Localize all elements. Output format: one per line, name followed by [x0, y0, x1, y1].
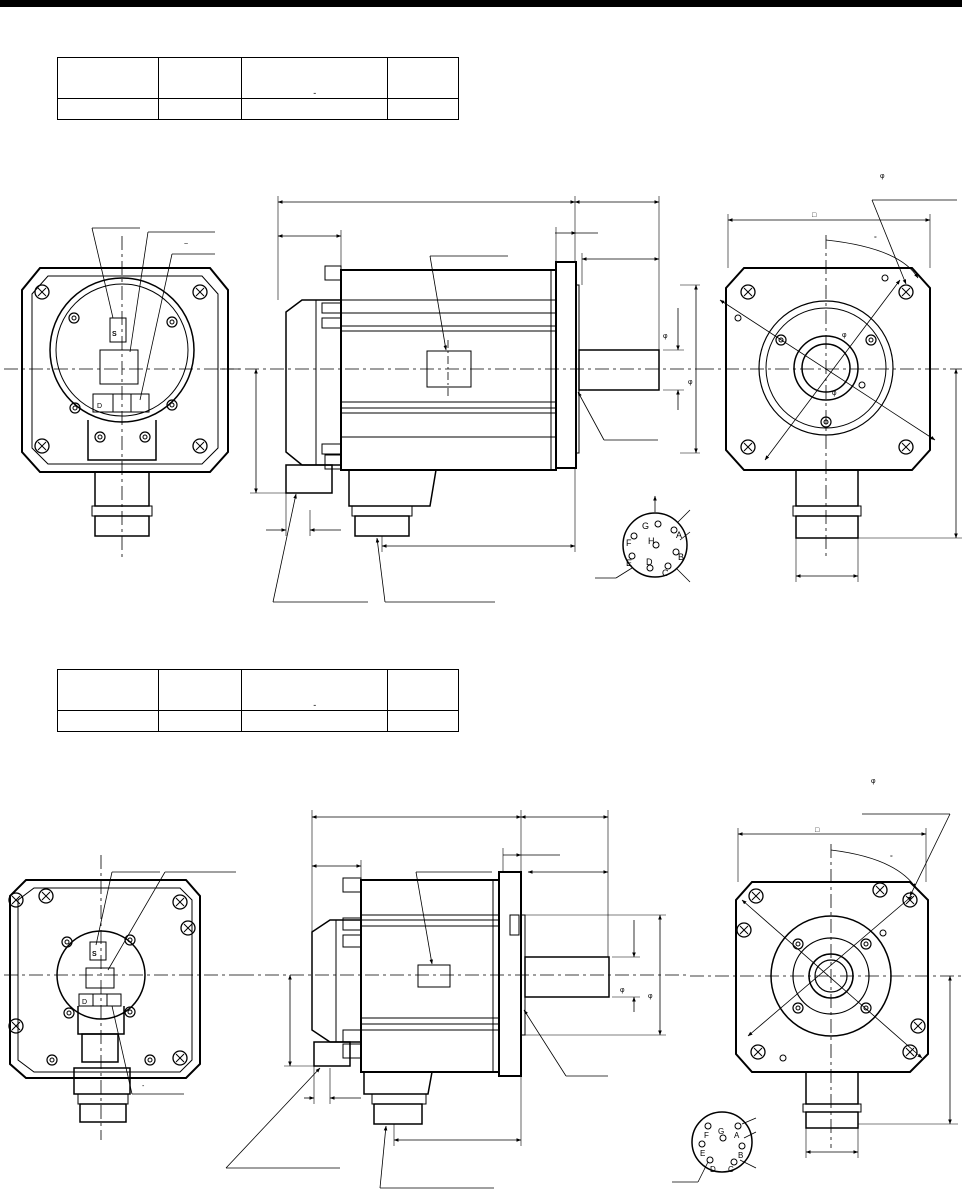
square-mark: □: [815, 827, 820, 834]
pin-label: F: [704, 1131, 709, 1140]
spec-cell: [56, 669, 160, 711]
flange-view-2: [690, 813, 962, 1158]
pin-label: C: [728, 1165, 734, 1174]
spec-cell: [387, 98, 459, 120]
spec-cell-dash: -: [313, 700, 317, 710]
header-bar: [0, 0, 962, 7]
front-view-2: [4, 855, 240, 1140]
spec-cell: [241, 710, 389, 732]
diameter-mark: φ: [688, 379, 693, 386]
spec-cell: -: [241, 57, 389, 99]
pin-label: B: [738, 1151, 743, 1160]
degree-mark: °: [874, 235, 877, 243]
spec-cell: [56, 98, 160, 120]
spec-cell: [387, 669, 459, 711]
diameter-mark: φ: [832, 390, 837, 397]
diameter-mark: φ: [871, 778, 876, 785]
flange-view-1: [700, 199, 962, 582]
spec-cell: [387, 57, 459, 99]
connector-cap-letter: S: [112, 331, 117, 338]
pin-label: A: [676, 530, 682, 540]
spec-cell-dash: -: [313, 88, 317, 98]
diameter-mark: φ: [663, 333, 668, 340]
connector-face-1: [595, 495, 691, 583]
side-view-2: [225, 810, 690, 1189]
spec-cell: [241, 98, 389, 120]
terminal-label: D: [82, 999, 87, 1006]
spec-table-2: -: [56, 669, 459, 732]
pin-label: E: [626, 558, 632, 568]
front-view-1: [4, 227, 240, 560]
diameter-mark: φ: [648, 993, 653, 1000]
pin-label: G: [642, 521, 649, 531]
degree-mark: °: [890, 854, 893, 862]
side-view-1: [220, 196, 700, 603]
spec-cell: [158, 669, 243, 711]
diameter-mark: φ: [880, 173, 885, 180]
connector-pin-labels-1: G H A F B E D C: [626, 521, 684, 578]
dash-mark: -: [142, 1083, 145, 1090]
tilde-mark: ~: [184, 241, 188, 248]
pin-label: E: [700, 1149, 705, 1158]
diameter-mark: φ: [842, 332, 847, 339]
pin-label: A: [734, 1131, 740, 1140]
spec-cell: [56, 710, 160, 732]
pin-label: F: [626, 538, 632, 548]
connector-face-2: [672, 1111, 757, 1183]
pin-label: C: [662, 568, 669, 578]
spec-cell: [387, 710, 459, 732]
pin-label: H: [648, 536, 655, 546]
spec-table-1: -: [56, 57, 459, 120]
pin-label: B: [678, 552, 684, 562]
pin-label: D: [710, 1165, 716, 1174]
diameter-mark: φ: [620, 987, 625, 994]
pin-label: D: [646, 557, 653, 567]
connector-pin-labels-2: F G A E B D C: [700, 1127, 743, 1174]
square-mark: □: [812, 212, 817, 219]
terminal-label: D: [97, 403, 102, 410]
pin-label: G: [718, 1127, 724, 1136]
connector-cap-letter: S: [92, 951, 97, 958]
